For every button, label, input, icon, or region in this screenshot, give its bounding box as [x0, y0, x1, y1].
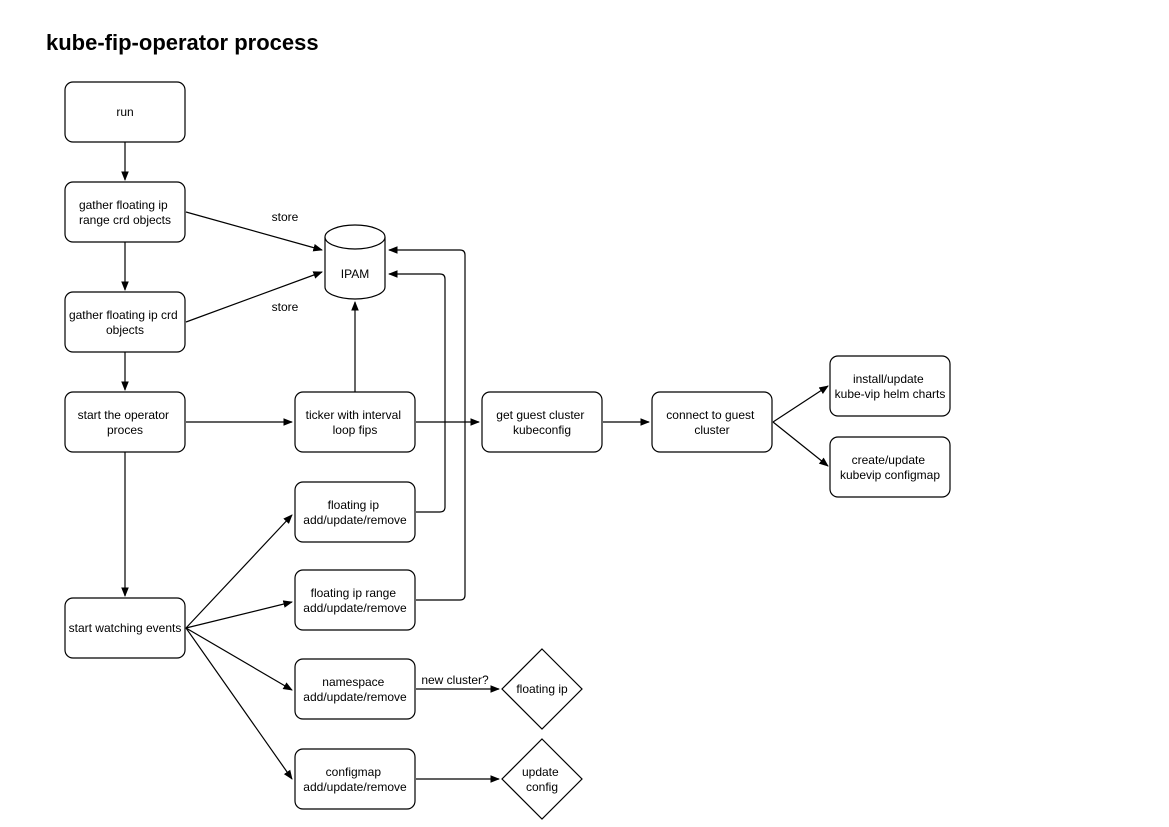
- node-ipam-label: IPAM: [341, 267, 369, 281]
- node-namespace-event-label: namespace add/update/remove: [303, 675, 407, 704]
- ipam-cylinder: [324, 224, 386, 300]
- edge-label-store-2: store: [272, 300, 299, 314]
- node-start-watching-label: start watching events: [69, 621, 182, 635]
- node-update-config-decision-label: update config: [522, 765, 562, 794]
- node-configmap-event-label: configmap add/update/remove: [303, 765, 407, 794]
- diagram-title: kube-fip-operator process: [46, 30, 319, 55]
- node-connect-guest: [651, 391, 773, 453]
- node-ticker: [294, 391, 416, 453]
- node-gather-fip: [64, 291, 186, 353]
- node-get-kubeconfig-label: get guest cluster kubeconfig: [496, 408, 587, 437]
- node-start-watching: [64, 597, 186, 659]
- edge-label-store-1: store: [272, 210, 299, 224]
- node-fip-event: [294, 481, 416, 543]
- node-floating-ip-decision-label: floating ip: [516, 682, 568, 696]
- node-namespace-event: [294, 658, 416, 720]
- node-gather-range: [64, 181, 186, 243]
- node-get-kubeconfig: [481, 391, 603, 453]
- node-start-operator: [64, 391, 186, 453]
- node-ticker-label: ticker with interval loop fips: [306, 408, 405, 437]
- node-fip-range-event-label: floating ip range add/update/remove: [303, 586, 407, 615]
- edge-connect-to-create-configmap: [772, 421, 829, 467]
- node-install-charts-label: install/update kube-vip helm charts: [835, 372, 946, 401]
- edge-watching-to-fip-event: [185, 514, 293, 629]
- edge-connect-to-install-charts: [772, 385, 829, 423]
- node-install-charts: [829, 355, 951, 417]
- node-run-label: run: [116, 105, 133, 119]
- node-fip-range-event: [294, 569, 416, 631]
- edge-watching-to-namespace-event: [185, 627, 293, 691]
- edge-gather-range-to-ipam: [185, 211, 323, 252]
- node-connect-guest-label: connect to guest cluster: [666, 408, 757, 437]
- edge-watching-to-configmap-event: [185, 627, 293, 780]
- edge-fip-event-to-ipam: [388, 270, 446, 513]
- edge-fip-range-event-to-ipam: [388, 246, 466, 601]
- node-floating-ip-decision: [501, 648, 583, 730]
- edge-watching-to-fip-range-event: [185, 600, 293, 629]
- node-fip-event-label: floating ip add/update/remove: [303, 498, 407, 527]
- node-update-config-decision: [501, 738, 583, 820]
- edge-label-new-cluster: new cluster?: [421, 673, 489, 687]
- node-gather-range-label: gather floating ip range crd objects: [79, 198, 171, 227]
- node-start-operator-label: start the operator proces: [78, 408, 173, 437]
- node-create-configmap-label: create/update kubevip configmap: [840, 453, 940, 482]
- edge-gather-fip-to-ipam: [185, 271, 323, 323]
- node-run: [64, 81, 186, 143]
- node-configmap-event: [294, 748, 416, 810]
- node-create-configmap: [829, 436, 951, 498]
- node-gather-fip-label: gather floating ip crd objects: [69, 308, 181, 337]
